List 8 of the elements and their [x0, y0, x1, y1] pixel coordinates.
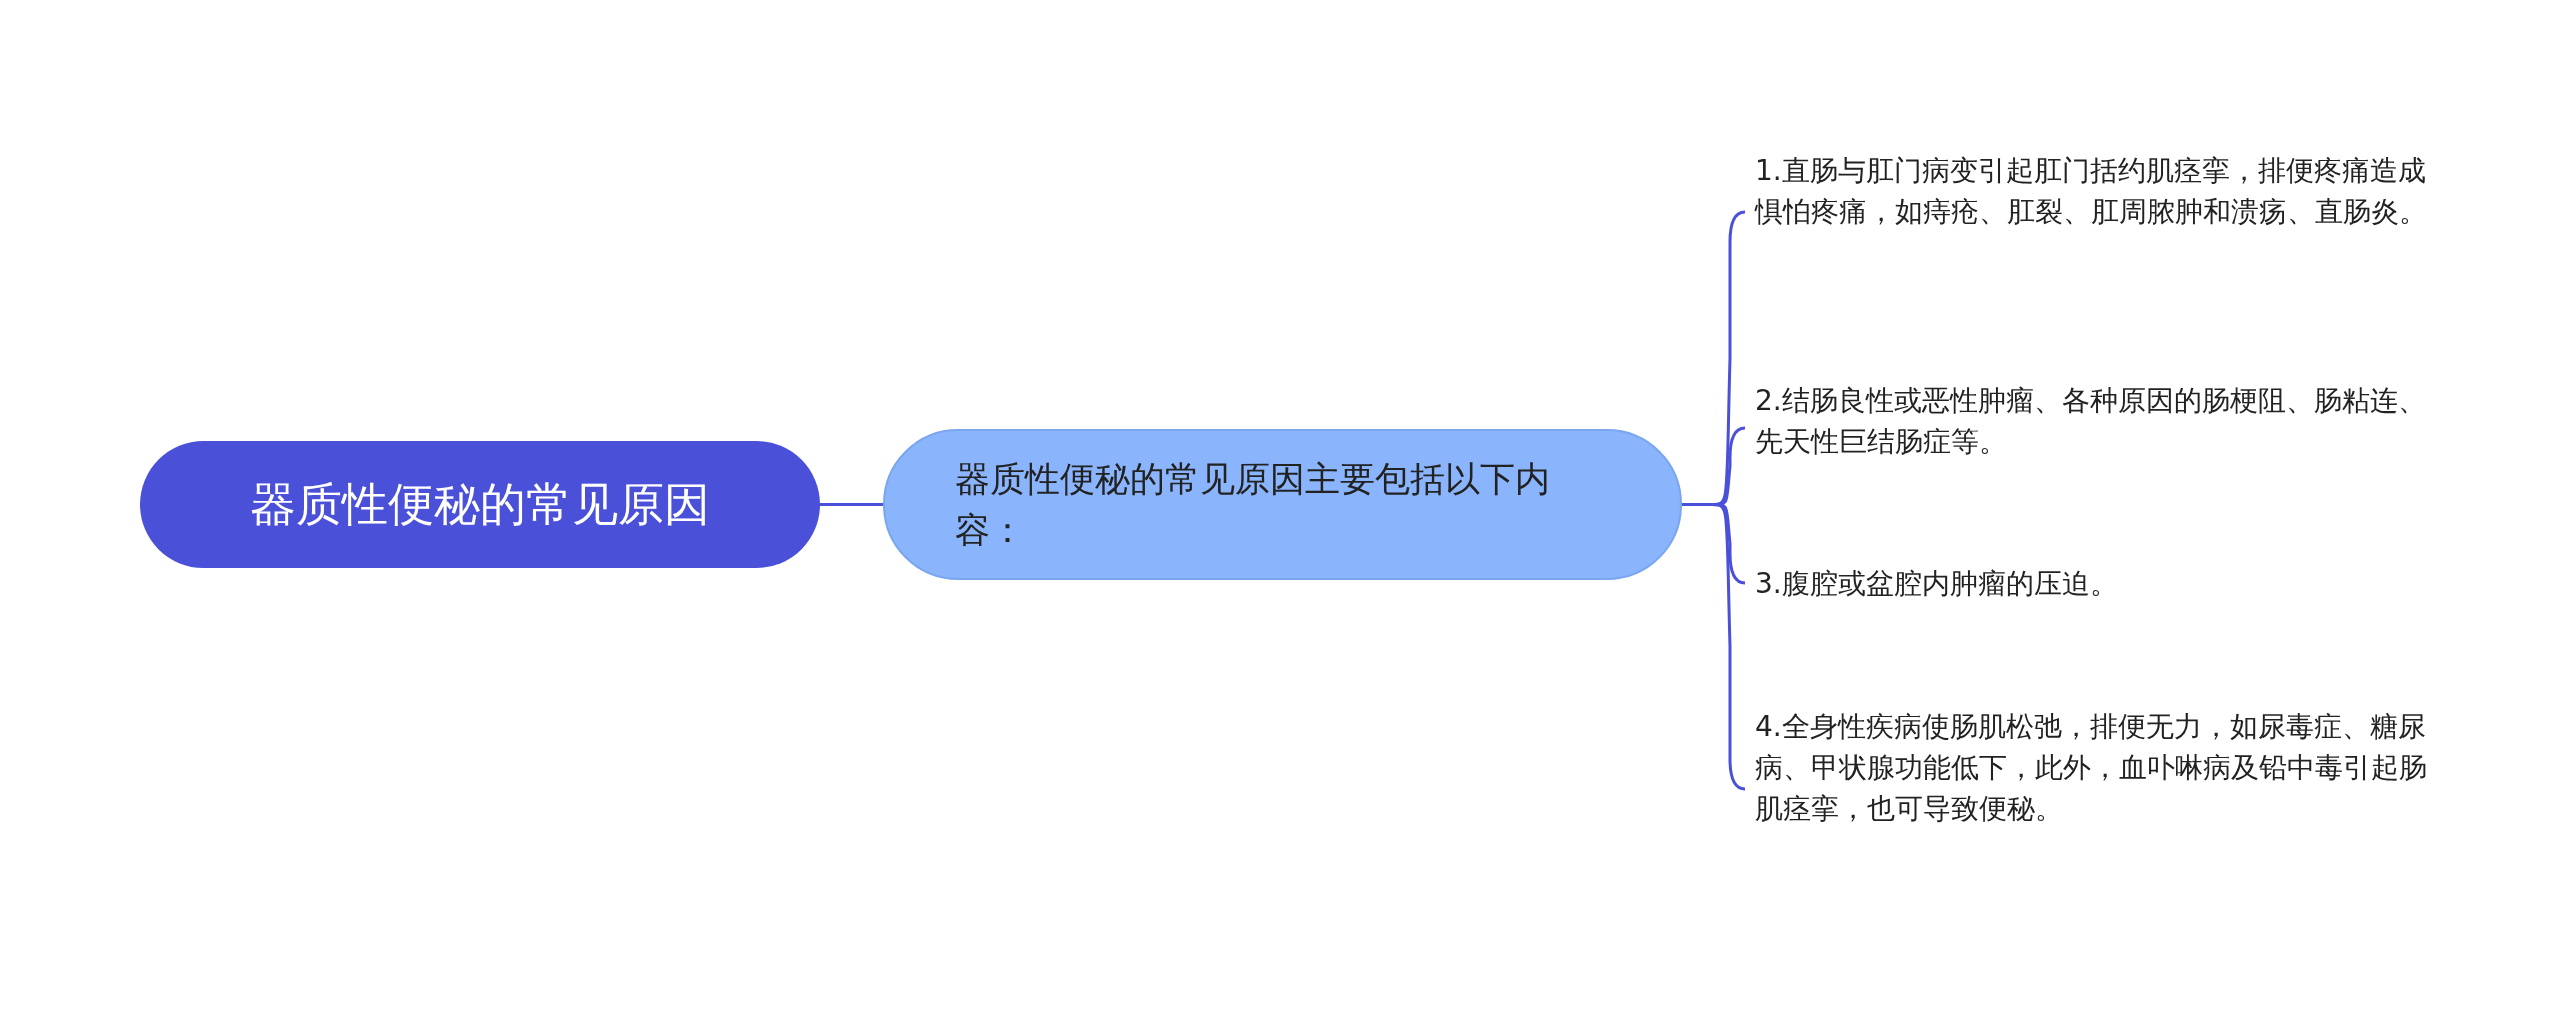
connector-line	[1682, 503, 1746, 791]
topic-text: 器质性便秘的常见原因	[250, 475, 710, 533]
topic-text: 器质性便秘的常见原因主要包括以下内容：	[955, 457, 1551, 552]
subtopic-text: 1.直肠与肛门病变引起肛门括约肌痉挛，排便疼痛造成惧怕疼痛，如痔疮、肛裂、肛周脓肿和溃疡、直肠炎。	[1755, 154, 2427, 228]
subtopic-text: 2.结肠良性或恶性肿瘤、各种原因的肠梗阻、肠粘连、先天性巨结肠症等。	[1755, 384, 2426, 458]
subtopic-text: 3.腹腔或盆腔内肿瘤的压迫。	[1755, 567, 2118, 600]
subtopic-text: 4.全身性疾病使肠肌松弛，排便无力，如尿毒症、糖尿病、甲状腺功能低下，此外，血卟啉病及铅中毒引起肠肌痉挛，也可导致便秘。	[1755, 710, 2427, 825]
connector-line	[820, 503, 883, 506]
